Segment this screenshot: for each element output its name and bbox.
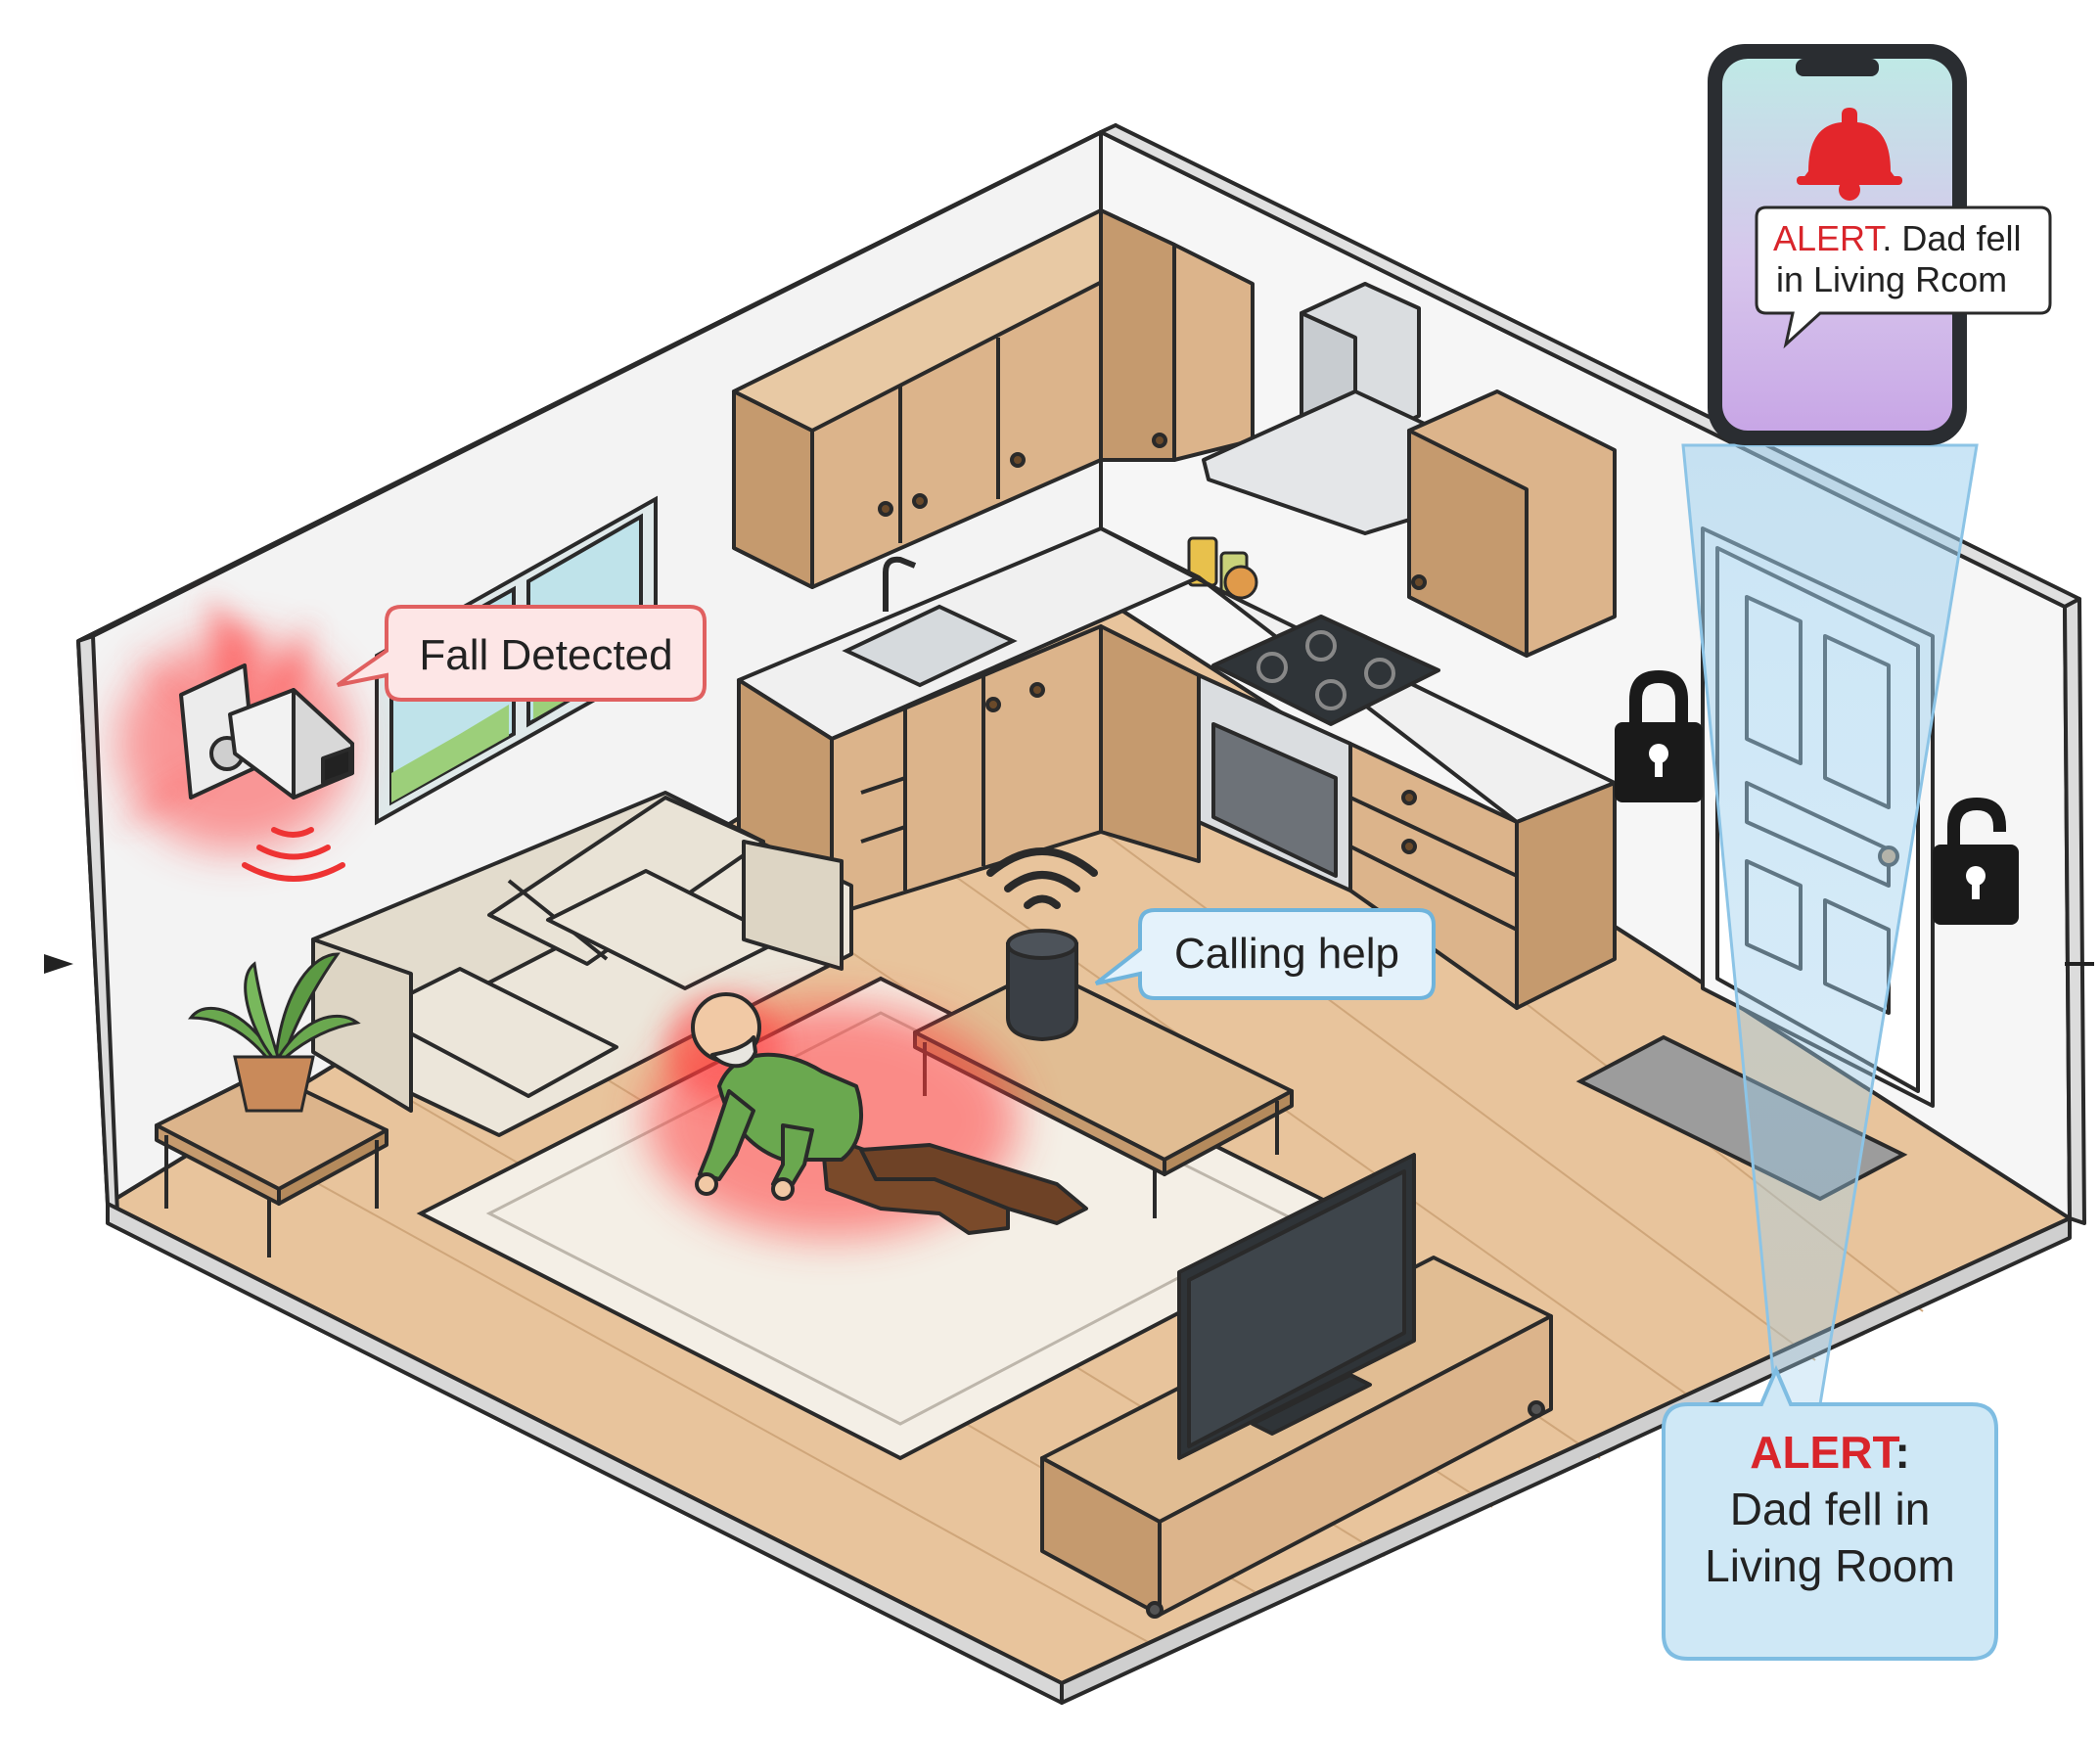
tv-icon [1177, 1153, 1416, 1460]
panel-alert-line3: Living Room [1705, 1540, 1955, 1591]
panel-alert-title: ALERT: [1750, 1427, 1910, 1478]
bell-icon [1797, 108, 1902, 201]
plant-icon [187, 952, 361, 1113]
wifi-icon [986, 847, 1098, 909]
phone-alert-line1: ALERT. Dad fell [1773, 218, 2021, 258]
left-edge-marker [44, 954, 73, 974]
side-table [155, 1070, 388, 1257]
calling-help-label: Calling help [1174, 930, 1399, 978]
fallen-person [646, 992, 1088, 1238]
spice-bottles [1187, 536, 1258, 600]
panel-alert-line2: Dad fell in [1730, 1484, 1931, 1534]
smart-speaker-icon [1006, 929, 1078, 1042]
upper-cabinet-right [1407, 389, 1617, 658]
sink [842, 556, 1018, 688]
calling-help-bubble: Calling help [1094, 908, 1436, 1000]
unlock-icon [1933, 798, 2019, 925]
fall-detected-bubble: Fall Detected [336, 605, 707, 702]
phone-alert-line2: in Living Rcom [1776, 259, 2007, 299]
phone-alert-bubble: ALERT. Dad fell in Living Rcom [1755, 206, 2052, 349]
lock-icon [1615, 670, 1703, 802]
upper-cabinets [732, 208, 1255, 589]
alert-panel: ALERT: Dad fell in Living Room [1662, 1364, 1998, 1661]
camera-signal-icon [242, 827, 345, 882]
sofa [311, 791, 853, 1137]
camera-icon [179, 663, 354, 800]
fall-detected-label: Fall Detected [419, 631, 672, 679]
